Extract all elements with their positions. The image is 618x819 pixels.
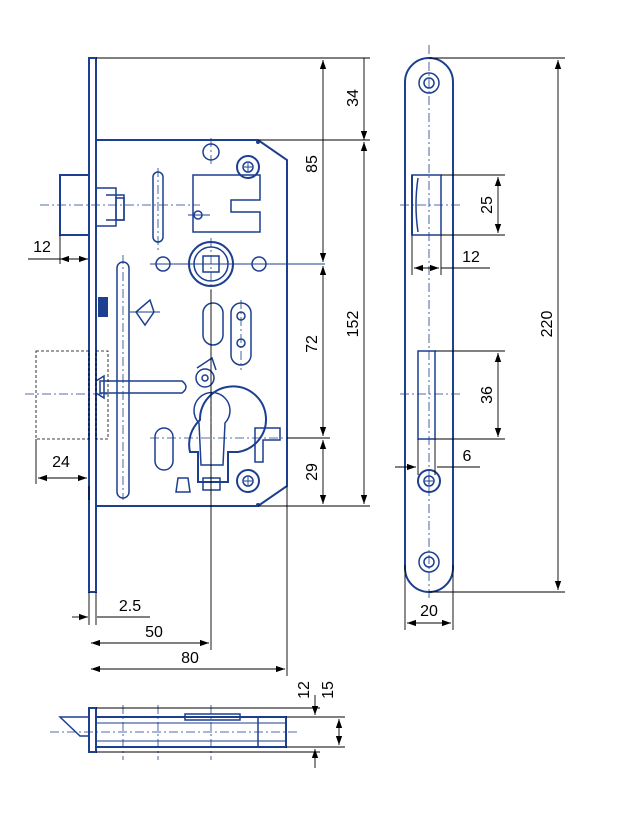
spindle-hub xyxy=(185,238,237,292)
dim-50: 50 xyxy=(145,624,163,641)
bolt-opening xyxy=(417,350,436,440)
dim-34: 34 xyxy=(345,89,362,107)
strike-screw-middle xyxy=(417,469,441,493)
lever-arm xyxy=(192,174,261,233)
dim-220: 220 xyxy=(539,311,556,338)
screw-bottom-right xyxy=(236,469,260,493)
cross-bar xyxy=(99,380,187,394)
dim-6: 6 xyxy=(463,448,472,465)
front-view-dimensions: 34 85 72 29 152 12 24 2.5 50 xyxy=(28,57,370,676)
screw-top-right xyxy=(236,155,260,179)
dim-15: 15 xyxy=(320,681,337,699)
dim-24: 24 xyxy=(52,454,70,471)
dim-29: 29 xyxy=(304,463,321,481)
dim-80: 80 xyxy=(181,650,199,667)
dim-12-latch: 12 xyxy=(33,239,51,256)
dim-2-5: 2.5 xyxy=(119,598,141,615)
strike-plate-dimensions: 220 25 12 36 6 20 xyxy=(395,57,565,630)
dim-72: 72 xyxy=(304,335,321,353)
dim-36: 36 xyxy=(479,386,496,404)
slot-lower-left xyxy=(154,427,174,471)
latch-profile xyxy=(58,716,90,737)
strike-plate-view xyxy=(400,45,460,600)
dim-85: 85 xyxy=(304,155,321,173)
dim-152: 152 xyxy=(345,311,362,338)
lock-front-view xyxy=(25,57,325,593)
bottom-view-dimensions: 12 15 xyxy=(96,681,345,768)
dim-20: 20 xyxy=(420,603,438,620)
lock-case xyxy=(96,139,288,507)
strike-screw-bottom xyxy=(418,551,440,573)
slot-left xyxy=(202,302,224,346)
lock-bottom-view xyxy=(50,705,300,760)
faceplate xyxy=(88,57,97,593)
latch-bolt xyxy=(40,174,200,236)
dim-25: 25 xyxy=(479,196,496,214)
deadbolt xyxy=(25,350,110,440)
dim-12-case: 12 xyxy=(296,681,313,699)
strike-screw-top xyxy=(418,72,440,94)
dim-12-strike: 12 xyxy=(462,249,480,266)
